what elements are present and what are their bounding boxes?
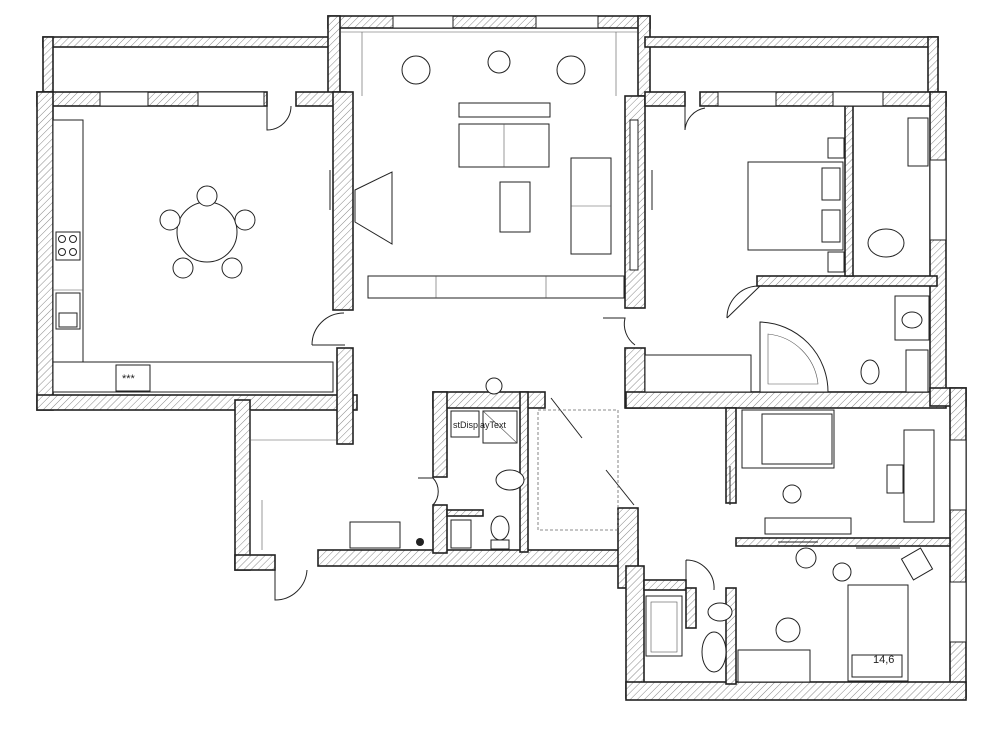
kitchen [52,119,334,393]
room-area-label: 14,6 [873,654,894,666]
dining-chairs [159,185,256,279]
master-bedroom [747,117,929,273]
doors [266,105,761,601]
bathroom-2 [644,295,930,393]
walls [36,15,967,701]
windows [99,15,967,643]
living-room [329,50,653,299]
display-text-label: stDisplayText [453,420,507,430]
bathroom-1 [349,377,619,550]
appliance-placeholder-label: *** [122,373,136,385]
balcony-lines [249,31,638,555]
lower-rooms [645,541,934,683]
bedroom-middle [741,409,935,535]
